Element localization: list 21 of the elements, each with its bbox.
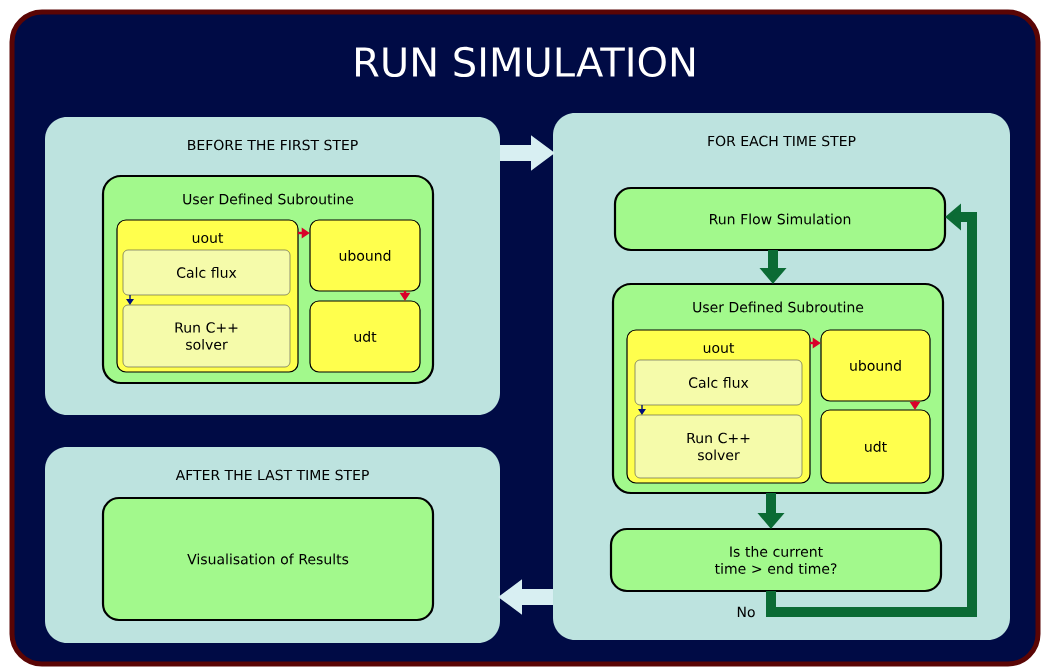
routine-box: udt	[309, 300, 421, 373]
process-box: Run Flow Simulation	[613, 186, 947, 252]
routine-box: ubound	[309, 219, 421, 292]
box-heading: uout	[703, 343, 735, 353]
box-heading: User Defined Subroutine	[183, 193, 354, 205]
step-box: Calc flux	[122, 249, 291, 296]
arrow	[638, 404, 646, 415]
run-simulation-title: RUN SIMULATION	[356, 46, 694, 78]
step-box: Run C++ solver	[122, 304, 291, 368]
routine-box: ubound	[820, 329, 931, 402]
process-box: Is the current time > end time?	[609, 527, 943, 593]
routine-box: udt	[820, 409, 931, 484]
panel-heading: FOR EACH TIME STEP	[708, 135, 856, 147]
box-heading: uout	[192, 233, 224, 243]
box-heading: User Defined Subroutine	[693, 301, 864, 313]
arrow	[126, 294, 134, 305]
step-box: Calc flux	[634, 359, 803, 406]
process-box: Visualisation of Results	[101, 496, 435, 622]
panel-heading: BEFORE THE FIRST STEP	[188, 139, 358, 151]
panel-heading: AFTER THE LAST TIME STEP	[175, 469, 369, 481]
step-box: Run C++ solver	[634, 414, 803, 479]
